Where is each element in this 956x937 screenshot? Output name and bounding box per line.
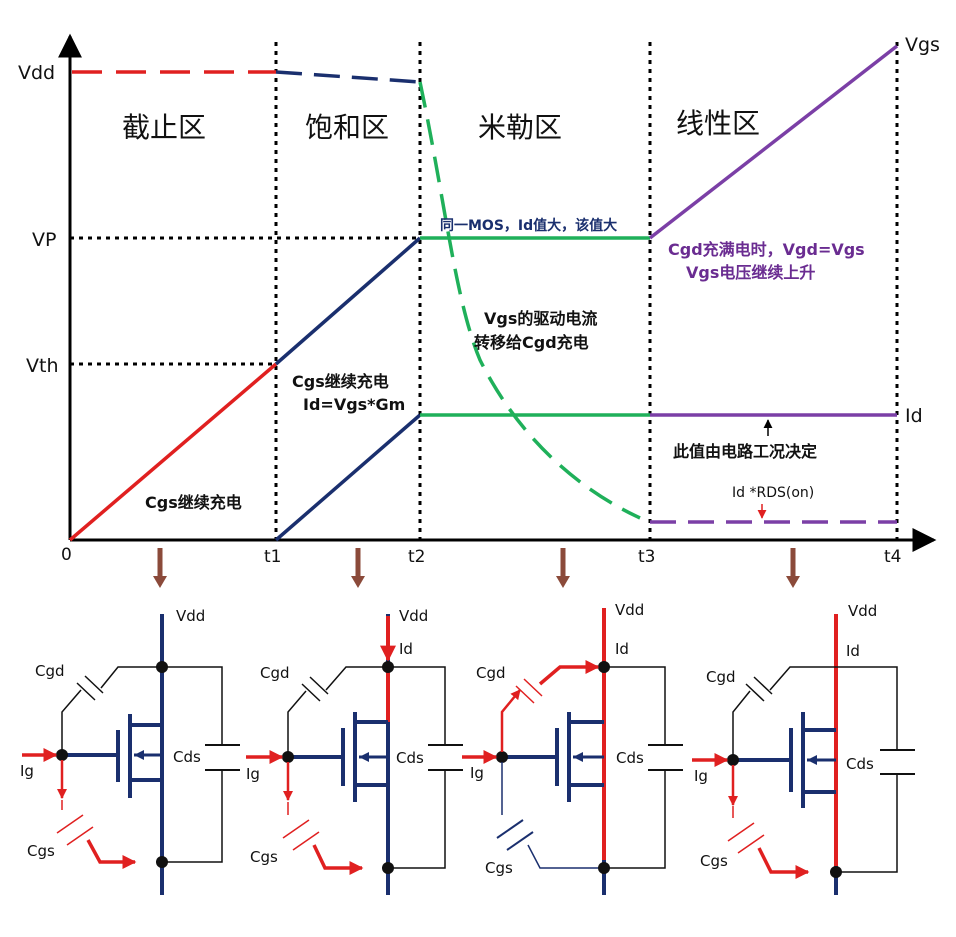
cds-label: Cds	[173, 748, 201, 766]
down-arrow-icon	[786, 548, 800, 588]
x-label-t4: t4	[884, 547, 901, 567]
id-label: Id	[846, 642, 860, 660]
x-label-t2: t2	[408, 547, 425, 567]
level-guides	[70, 236, 420, 366]
y-label-vp: VP	[32, 229, 56, 251]
x-label-t1: t1	[264, 547, 281, 567]
id-label: Id	[399, 640, 413, 658]
annotation-id-formula: Id=Vgs*Gm	[303, 395, 405, 414]
cgs-label: Cgs	[700, 852, 728, 870]
down-arrow-icon	[556, 548, 570, 588]
cgs-label: Cgs	[485, 859, 513, 877]
vds-miller	[418, 81, 641, 520]
y-label-vdd: Vdd	[18, 62, 55, 84]
annotation-cgs-charge-sat: Cgs继续充电	[292, 372, 389, 391]
down-arrow-icon	[351, 548, 365, 588]
annotation-id-decided: 此值由电路工况决定	[673, 442, 817, 461]
ig-label: Ig	[470, 764, 484, 782]
vdd-label: Vdd	[848, 602, 877, 620]
x-label-t3: t3	[638, 547, 655, 567]
vdd-label: Vdd	[399, 607, 428, 625]
region-miller: 米勒区	[478, 111, 562, 144]
circuit-cutoff: Vdd Cgd Ig Cds Cgs	[20, 607, 240, 895]
annotation-cgd-full-2: Vgs电压继续上升	[686, 263, 815, 282]
annotation-cgs-charge-cutoff: Cgs继续充电	[145, 493, 242, 512]
cgd-label: Cgd	[706, 668, 736, 686]
cgd-label: Cgd	[35, 662, 65, 680]
time-separators	[274, 42, 899, 540]
cds-label: Cds	[846, 755, 874, 773]
timing-graph: Vdd VP Vth 0 t1 t2 t3 t4 截止区 饱和区 米勒区 线性区…	[18, 33, 940, 567]
vdd-label: Vdd	[176, 607, 205, 625]
down-arrow-icon	[153, 548, 167, 588]
region-cutoff: 截止区	[122, 111, 206, 144]
vgs-saturation	[274, 236, 422, 366]
circuit-saturation: Vdd Id Cgd Ig Cds Cgs	[246, 607, 463, 895]
vds-saturation	[275, 70, 421, 84]
region-saturation: 饱和区	[305, 111, 389, 144]
annotation-cgd-full-1: Cgd充满电时，Vgd=Vgs	[668, 240, 865, 259]
ig-label: Ig	[246, 765, 260, 783]
annotation-same-mos: 同一MOS，Id值大，该值大	[440, 217, 617, 234]
annotation-vgs-drive-2: 转移给Cgd充电	[474, 333, 589, 352]
cgs-label: Cgs	[250, 848, 278, 866]
cds-label: Cds	[396, 749, 424, 767]
y-label-vth: Vth	[26, 355, 59, 377]
circuit-miller: Vdd Id Cgd Ig Cds Cgs	[462, 601, 683, 895]
ig-label: Ig	[20, 762, 34, 780]
vdd-label: Vdd	[615, 601, 644, 619]
annotation-vgs-drive-1: Vgs的驱动电流	[484, 309, 597, 328]
ig-label: Ig	[694, 767, 708, 785]
region-linear: 线性区	[676, 107, 760, 140]
id-label: Id	[615, 640, 629, 658]
cgs-label: Cgs	[27, 842, 55, 860]
vgs-linear	[648, 44, 899, 240]
curve-label-id: Id	[905, 405, 923, 427]
annotation-rds-on: Id *RDS(on)	[732, 485, 814, 501]
cgd-label: Cgd	[260, 664, 290, 682]
vgs-cutoff	[68, 362, 278, 542]
curve-label-vgs: Vgs	[905, 34, 940, 56]
cgd-label: Cgd	[476, 664, 506, 682]
transition-arrows	[153, 548, 800, 588]
cds-label: Cds	[616, 749, 644, 767]
x-label-origin: 0	[61, 545, 72, 565]
circuit-linear: Vdd Id Cgd Ig Cds Cgs	[692, 602, 915, 895]
id-saturation	[274, 413, 422, 542]
